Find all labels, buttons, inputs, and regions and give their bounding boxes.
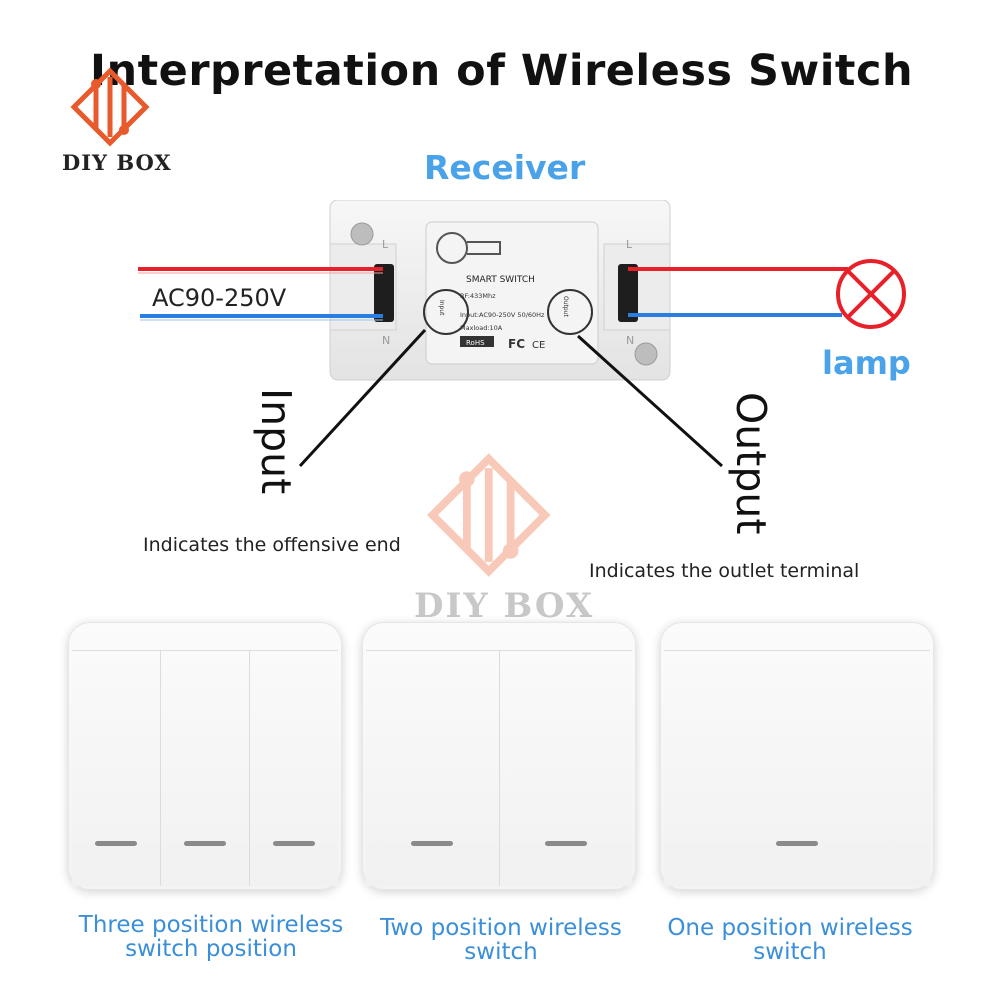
device-ce: CE <box>532 340 545 351</box>
output-leader-line <box>576 334 724 468</box>
caption-line-1: One position wireless <box>667 915 913 941</box>
switch-plate <box>72 650 338 886</box>
terminal-n-right: N <box>626 334 634 347</box>
page-title: Interpretation of Wireless Switch <box>90 46 914 96</box>
input-label: Input <box>252 388 300 495</box>
key-indicator <box>273 841 315 846</box>
watermark-text: DIY BOX <box>414 586 595 626</box>
key-indicator <box>544 841 587 846</box>
input-description: Indicates the offensive end <box>143 534 401 556</box>
caption-line-2: switch <box>753 939 827 965</box>
caption-line-1: Three position wireless <box>78 912 344 938</box>
lamp-icon <box>836 259 906 329</box>
output-label: Output <box>727 392 775 535</box>
diy-box-logo-icon <box>70 67 150 147</box>
switch-key-2[interactable] <box>161 651 250 886</box>
key-indicator <box>411 841 454 846</box>
three-gang-switch <box>68 622 342 890</box>
caption-line-1: Two position wireless <box>380 915 622 941</box>
switch-key-1[interactable] <box>72 651 161 886</box>
switch-key-1[interactable] <box>664 651 930 886</box>
terminal-l-right: L <box>626 238 633 251</box>
watermark-logo-icon <box>426 453 551 577</box>
two-gang-switch <box>362 622 636 890</box>
device-brand: SMART SWITCH <box>466 275 535 285</box>
output-description: Indicates the outlet terminal <box>589 560 860 582</box>
device-rohs: RoHS <box>466 339 485 347</box>
switch-key-1[interactable] <box>366 651 500 886</box>
device-terminal-input: Input <box>438 300 445 316</box>
key-indicator <box>95 841 137 846</box>
device-terminal-output: Output <box>562 296 569 317</box>
logo-text: DIY BOX <box>62 150 172 175</box>
input-leader-line <box>298 328 427 468</box>
terminal-n-left: N <box>382 334 390 347</box>
one-gang-switch <box>660 622 934 890</box>
device-fcc: FC <box>508 337 525 351</box>
lamp-label: lamp <box>822 344 911 382</box>
one-gang-caption: One position wireless switch <box>642 916 938 964</box>
switch-key-3[interactable] <box>250 651 338 886</box>
switch-plate <box>664 650 930 886</box>
terminal-l-left: L <box>382 238 389 251</box>
switch-key-2[interactable] <box>499 651 632 886</box>
key-indicator <box>184 841 226 846</box>
receiver-device: L N L N SMART SWITCH RF:433Mhz Input:AC9… <box>329 200 671 381</box>
three-gang-caption: Three position wireless switch position <box>56 913 366 961</box>
device-rf: RF:433Mhz <box>460 292 496 300</box>
switch-plate <box>366 650 632 886</box>
caption-line-2: switch position <box>125 936 297 962</box>
device-input-spec: Input:AC90-250V 50/60Hz <box>460 311 545 319</box>
key-indicator <box>776 841 818 846</box>
two-gang-caption: Two position wireless switch <box>346 916 656 964</box>
receiver-label: Receiver <box>424 148 586 187</box>
device-maxload: Maxload:10A <box>460 324 503 332</box>
supply-voltage-label: AC90-250V <box>152 284 287 312</box>
caption-line-2: switch <box>464 939 538 965</box>
